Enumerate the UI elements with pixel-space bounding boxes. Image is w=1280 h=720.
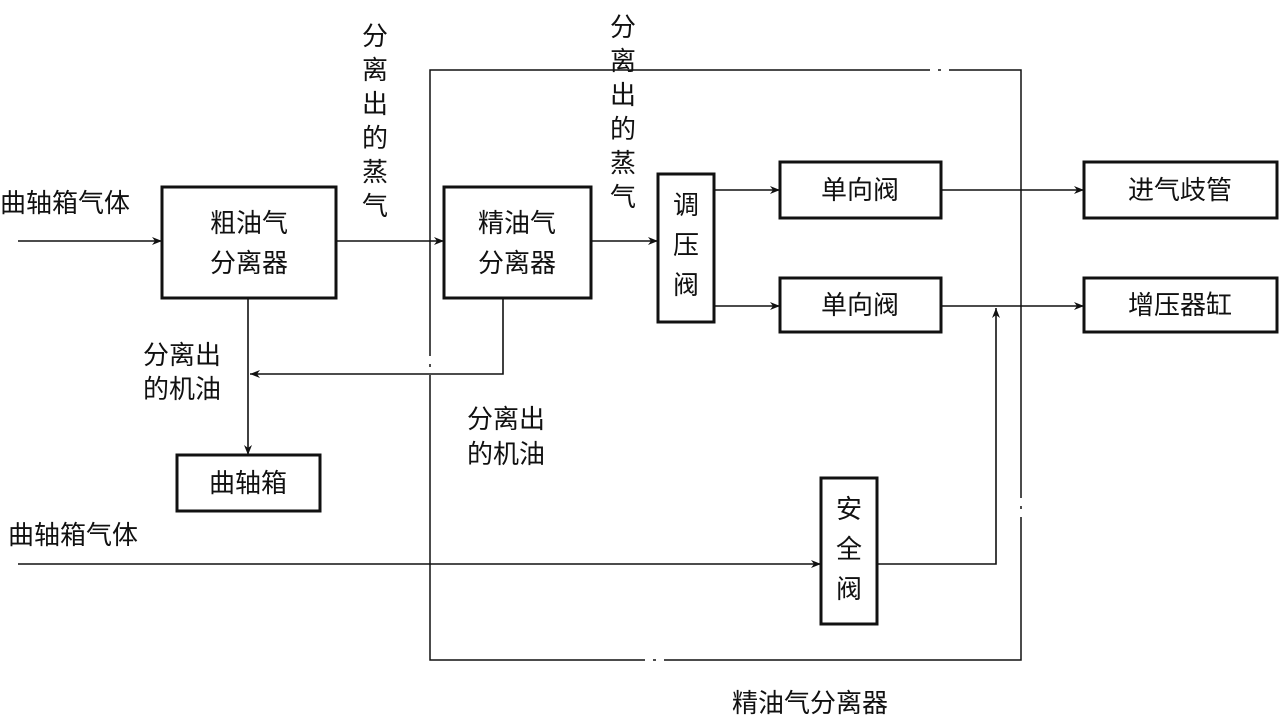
fine-separator-box: 精油气 分离器 bbox=[442, 185, 593, 300]
crankcase-label: 曲轴箱 bbox=[209, 469, 287, 499]
safety-valve-label-1: 安 bbox=[836, 495, 862, 525]
check-valve-2-frame bbox=[778, 276, 943, 334]
intake-manifold-frame bbox=[1082, 160, 1279, 220]
oil-left-line-2: 的机油 bbox=[143, 375, 221, 405]
coarse-separator-label-2: 分离器 bbox=[210, 249, 288, 279]
coarse-separator-label-1: 粗油气 bbox=[210, 209, 288, 239]
check-valve-2-box: 单向阀 bbox=[778, 276, 943, 334]
check-valve-1-frame bbox=[778, 160, 943, 220]
vapor-1-char-5: 蒸 bbox=[362, 158, 388, 188]
fine-separator-boundary bbox=[429, 69, 1022, 661]
oil-left-line-1: 分离出 bbox=[143, 341, 221, 371]
safety-valve-outlet bbox=[877, 308, 1000, 565]
supercharger-cylinder-box: 增压器缸 bbox=[1082, 276, 1279, 334]
vapor-2-char-2: 离 bbox=[610, 47, 636, 77]
separated-oil-label-left: 分离出 的机油 bbox=[143, 341, 221, 405]
vapor-1-char-1: 分 bbox=[362, 22, 388, 52]
check-valve-1-box: 单向阀 bbox=[778, 160, 943, 220]
fine-separator-frame bbox=[442, 185, 593, 300]
oil-center-line-1: 分离出 bbox=[467, 405, 545, 435]
pressure-valve-frame bbox=[656, 172, 716, 324]
safety-valve-label-3: 阀 bbox=[836, 575, 862, 605]
vapor-1-char-2: 离 bbox=[362, 56, 388, 86]
separated-vapor-label-1: 分 离 出 的 蒸 气 bbox=[362, 22, 388, 222]
vapor-2-char-4: 的 bbox=[610, 115, 636, 145]
coarse-separator-frame bbox=[160, 185, 338, 300]
boundary-caption: 精油气分离器 bbox=[732, 689, 888, 719]
vapor-2-char-6: 气 bbox=[610, 183, 636, 213]
vapor-1-char-4: 的 bbox=[362, 124, 388, 154]
vapor-2-char-5: 蒸 bbox=[610, 149, 636, 179]
oil-center-line-2: 的机油 bbox=[467, 440, 545, 470]
connections bbox=[18, 186, 1084, 568]
crankcase-gas-label-bottom: 曲轴箱气体 bbox=[8, 521, 138, 551]
fine-separator-label-2: 分离器 bbox=[478, 249, 556, 279]
vapor-2-char-1: 分 bbox=[610, 13, 636, 43]
oil-return-line bbox=[250, 298, 504, 378]
crankcase-frame bbox=[175, 453, 322, 513]
crankcase-gas-label-top: 曲轴箱气体 bbox=[0, 189, 130, 219]
pressure-valve-box: 调 压 阀 bbox=[656, 172, 716, 324]
fine-separator-label-1: 精油气 bbox=[478, 209, 556, 239]
pressure-valve-label-1: 调 bbox=[673, 191, 699, 221]
intake-manifold-box: 进气歧管 bbox=[1082, 160, 1279, 220]
pressure-valve-label-3: 阀 bbox=[673, 271, 699, 301]
vapor-1-char-3: 出 bbox=[362, 90, 388, 120]
vapor-2-char-3: 出 bbox=[610, 81, 636, 111]
crankcase-box: 曲轴箱 bbox=[175, 453, 322, 513]
check-valve-2-label: 单向阀 bbox=[821, 291, 899, 321]
check-valve-1-label: 单向阀 bbox=[821, 176, 899, 206]
supercharger-cylinder-label: 增压器缸 bbox=[1128, 291, 1232, 321]
separated-vapor-label-2: 分 离 出 的 蒸 气 bbox=[610, 13, 636, 213]
vapor-1-char-6: 气 bbox=[362, 192, 388, 222]
safety-valve-frame bbox=[819, 476, 879, 626]
supercharger-cylinder-frame bbox=[1082, 276, 1279, 334]
pressure-valve-label-2: 压 bbox=[673, 231, 699, 261]
safety-valve-label-2: 全 bbox=[836, 535, 862, 565]
coarse-separator-box: 粗油气 分离器 bbox=[160, 185, 338, 300]
intake-manifold-label: 进气歧管 bbox=[1128, 176, 1232, 206]
safety-valve-box: 安 全 阀 bbox=[819, 476, 879, 626]
separated-oil-label-center: 分离出 的机油 bbox=[467, 405, 545, 470]
